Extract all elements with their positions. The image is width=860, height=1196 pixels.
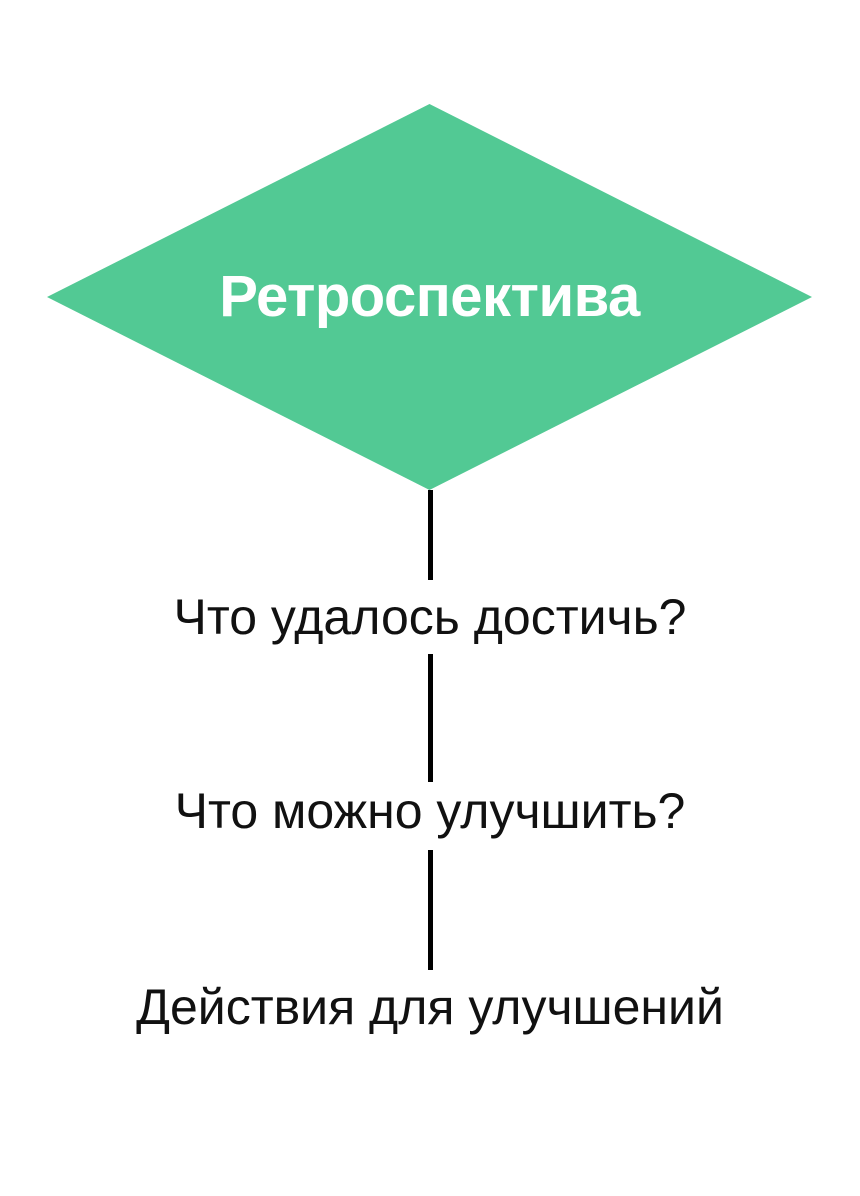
connector-diamond-to-step-1 <box>428 490 433 580</box>
connector-step-1-to-step-2 <box>428 654 433 782</box>
step-label-3[interactable]: Действия для улучшений <box>136 979 724 1035</box>
step-label-1[interactable]: Что удалось достичь? <box>173 589 687 645</box>
step-label-2[interactable]: Что можно улучшить? <box>174 783 686 839</box>
retrospective-diamond-node[interactable]: Ретроспектива <box>47 104 812 490</box>
connector-step-2-to-step-3 <box>428 850 433 970</box>
diamond-node-label: Ретроспектива <box>219 264 640 329</box>
diamond-shape-icon <box>47 104 812 490</box>
